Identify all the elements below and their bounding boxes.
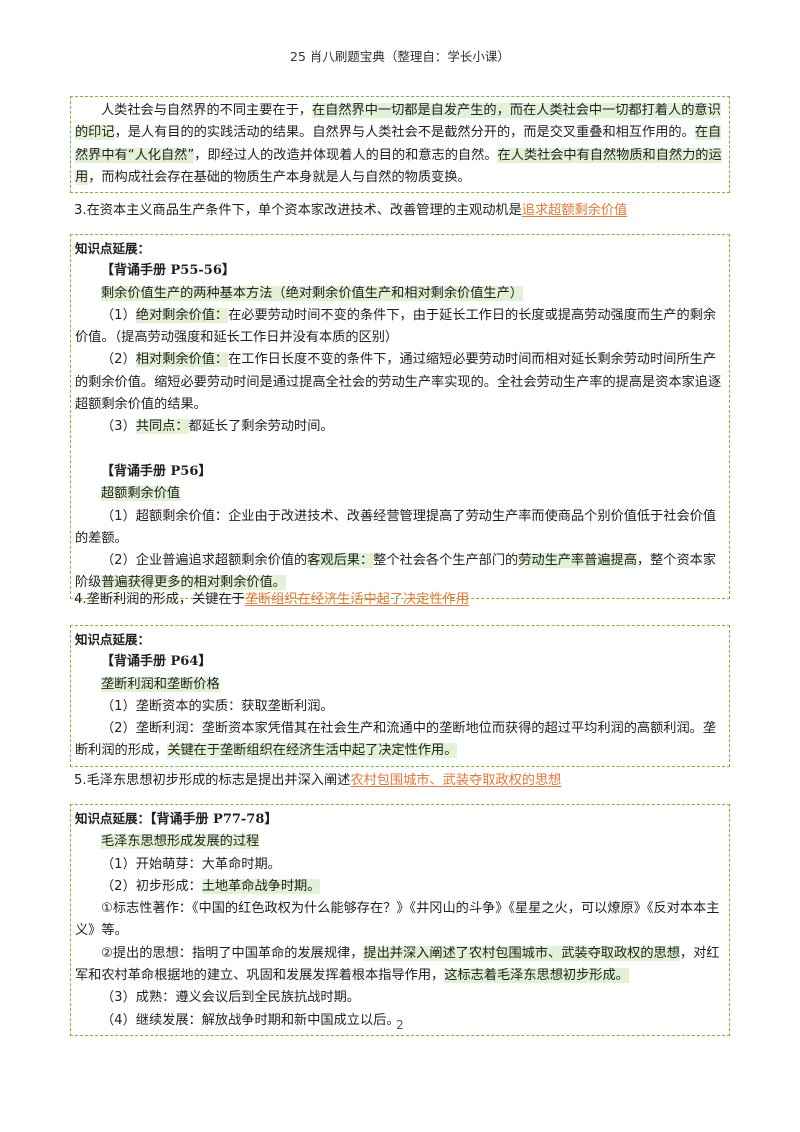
section-title: 剩余价值生产的两种基本方法（绝对剩余价值生产和相对剩余价值生产） xyxy=(75,283,725,305)
list-item: （2）企业普遍追求超额剩余价值的客观后果：整个社会各个生产部门的劳动生产率普遍提… xyxy=(75,550,725,595)
question-text: 3.在资本主义商品生产条件下，单个资本家改进技术、改善管理的主观动机是 xyxy=(74,203,522,218)
list-item: （1）超额剩余价值：企业由于改进技术、改善经营管理提高了劳动生产率而使商品个别价… xyxy=(75,508,717,546)
manual-reference: 【背诵手册 P55-56】 xyxy=(101,263,235,279)
list-item: （2）垄断利润：垄断资本家凭借其在社会生产和流通中的垄断地位而获得的超过平均利润… xyxy=(75,718,725,763)
text-span: ，而构成社会存在基础的物质生产本身就是人与自然的物质变换。 xyxy=(88,169,471,185)
highlight-span: 客观后果： xyxy=(307,553,374,569)
item-text: 都延长了剩余劳动时间。 xyxy=(188,419,334,435)
list-item: （4）继续发展：解放战争时期和新中国成立以后。 xyxy=(101,1012,400,1028)
item-text: 在工作日长度不变的条件下，通过缩短必要劳动时间而相对延长剩余劳动时间所生产的剩余… xyxy=(75,352,722,413)
highlight-span: 剩余价值生产的两种基本方法（绝对剩余价值生产和相对剩余价值生产） xyxy=(101,285,523,301)
question-4: 4.垄断利润的形成，关键在于垄断组织在经济生活中起了决定性作用 xyxy=(74,589,734,611)
item-text: 在必要劳动时间不变的条件下，由于延长工作日的长度或提高劳动强度而生产的剩余价值。… xyxy=(75,307,717,346)
item-number: （3） xyxy=(101,419,136,435)
question-5: 5.毛泽东思想初步形成的标志是提出并深入阐述农村包围城市、武装夺取政权的思想 xyxy=(74,770,734,792)
answer-text: 农村包围城市、武装夺取政权的思想 xyxy=(350,773,562,788)
list-item: （1）垄断资本的实质：获取垄断利润。 xyxy=(101,698,334,714)
list-item: （2）相对剩余价值：在工作日长度不变的条件下，通过缩短必要劳动时间而相对延长剩余… xyxy=(75,349,725,416)
highlight-span: 共同点： xyxy=(135,419,189,435)
answer-text: 追求超额剩余价值 xyxy=(521,203,628,218)
section-title: 毛泽东思想形成发展的过程 xyxy=(75,831,725,853)
text-span: 整个社会各个生产部门的 xyxy=(373,553,519,569)
section-title: 垄断利润和垄断价格 xyxy=(75,674,725,696)
highlight-span: 垄断利润和垄断价格 xyxy=(101,676,220,692)
highlight-span: 土地革命战争时期。 xyxy=(201,878,321,894)
answer-text: 垄断组织在经济生活中起了决定性作用 xyxy=(244,592,470,607)
heading-line: 知识点延展：【背诵手册 P77-78】 xyxy=(75,808,725,831)
text-span: （2）企业普遍追求超额剩余价值的 xyxy=(101,553,308,569)
knowledge-tag: 知识点延展： xyxy=(75,811,151,826)
knowledge-tag: 知识点延展： xyxy=(75,241,151,256)
highlight-span: 提出并深入阐述了农村包围城市、武装夺取政权的思想 xyxy=(363,945,680,961)
page-number: 2 xyxy=(396,1018,404,1032)
text-span: ，整个资本家阶级 xyxy=(75,553,717,591)
question-3: 3.在资本主义商品生产条件下，单个资本家改进技术、改善管理的主观动机是追求超额剩… xyxy=(74,200,734,222)
question-text: 5.毛泽东思想初步形成的标志是提出并深入阐述 xyxy=(74,773,351,788)
text-span: （2）初步形成： xyxy=(101,878,202,894)
item-number: （1） xyxy=(101,307,136,323)
list-item: ①标志性著作：《中国的红色政权为什么能够存在？》《井冈山的斗争》《星星之火，可以… xyxy=(75,901,720,939)
list-item: ②提出的思想：指明了中国革命的发展规律，提出并深入阐述了农村包围城市、武装夺取政… xyxy=(75,943,725,988)
knowledge-tag: 知识点延展： xyxy=(75,632,151,647)
manual-reference: 【背诵手册 P77-78】 xyxy=(150,812,278,827)
list-item: （1）绝对剩余价值：在必要劳动时间不变的条件下，由于延长工作日的长度或提高劳动强… xyxy=(75,305,725,350)
note-box-society-nature: 人类社会与自然界的不同主要在于，在自然界中一切都是自发产生的，而在人类社会中一切… xyxy=(70,96,730,194)
note-box-mao-thought: 知识点延展：【背诵手册 P77-78】 毛泽东思想形成发展的过程 （1）开始萌芽… xyxy=(70,804,730,1036)
text-span: （2）垄断利润：垄断资本家凭借其在社会生产和流通中的垄断地位而获得的超过平均利润… xyxy=(75,721,717,759)
paragraph: 人类社会与自然界的不同主要在于，在自然界中一切都是自发产生的，而在人类社会中一切… xyxy=(75,100,725,189)
note-box-monopoly-profit: 知识点延展： 【背诵手册 P64】 垄断利润和垄断价格 （1）垄断资本的实质：获… xyxy=(70,625,730,767)
highlight-span: 这标志着毛泽东思想初步形成。 xyxy=(444,968,629,984)
highlight-span: 超额剩余价值 xyxy=(101,486,181,502)
highlight-span: 相对剩余价值： xyxy=(135,352,229,368)
list-item: （3）成熟：遵义会议后到全民族抗战时期。 xyxy=(101,990,360,1006)
text-span: ，是人有目的的实践活动的结果。自然界与人类社会不是截然分开的，而是交叉重叠和相互… xyxy=(114,125,695,141)
note-box-surplus-value: 知识点延展： 【背诵手册 P55-56】 剩余价值生产的两种基本方法（绝对剩余价… xyxy=(70,234,730,599)
spacer xyxy=(75,439,725,461)
manual-reference: 【背诵手册 P56】 xyxy=(101,463,212,479)
highlight-span: 关键在于垄断组织在经济生活中起了决定性作用。 xyxy=(167,743,458,759)
page-header: 25 肖八刷题宝典（整理自：学长小课） xyxy=(290,49,510,64)
highlight-span: 普遍获得更多的相对剩余价值。 xyxy=(101,575,286,591)
list-item: （1）开始萌芽：大革命时期。 xyxy=(101,856,281,872)
section-title: 超额剩余价值 xyxy=(75,483,725,505)
highlight-span: 毛泽东思想形成发展的过程 xyxy=(101,834,260,850)
text-span: ，对红军和农村革命根据地的建立、巩固和发展发挥着根本指导作用， xyxy=(75,945,720,984)
list-item: （2）初步形成：土地革命战争时期。 xyxy=(75,876,725,898)
highlight-span: 劳动生产率普遍提高 xyxy=(518,553,637,569)
item-number: （2） xyxy=(101,352,136,368)
text-span: ②提出的思想：指明了中国革命的发展规律， xyxy=(101,945,364,961)
text-span: 人类社会与自然界的不同主要在于， xyxy=(101,103,312,118)
manual-reference: 【背诵手册 P64】 xyxy=(101,654,212,670)
text-span: ，即经过人的改造并体现着人的目的和意志的自然。 xyxy=(194,147,498,163)
highlight-span: 绝对剩余价值： xyxy=(135,307,229,323)
list-item: （3）共同点：都延长了剩余劳动时间。 xyxy=(75,416,725,438)
question-text: 4.垄断利润的形成，关键在于 xyxy=(74,592,245,607)
